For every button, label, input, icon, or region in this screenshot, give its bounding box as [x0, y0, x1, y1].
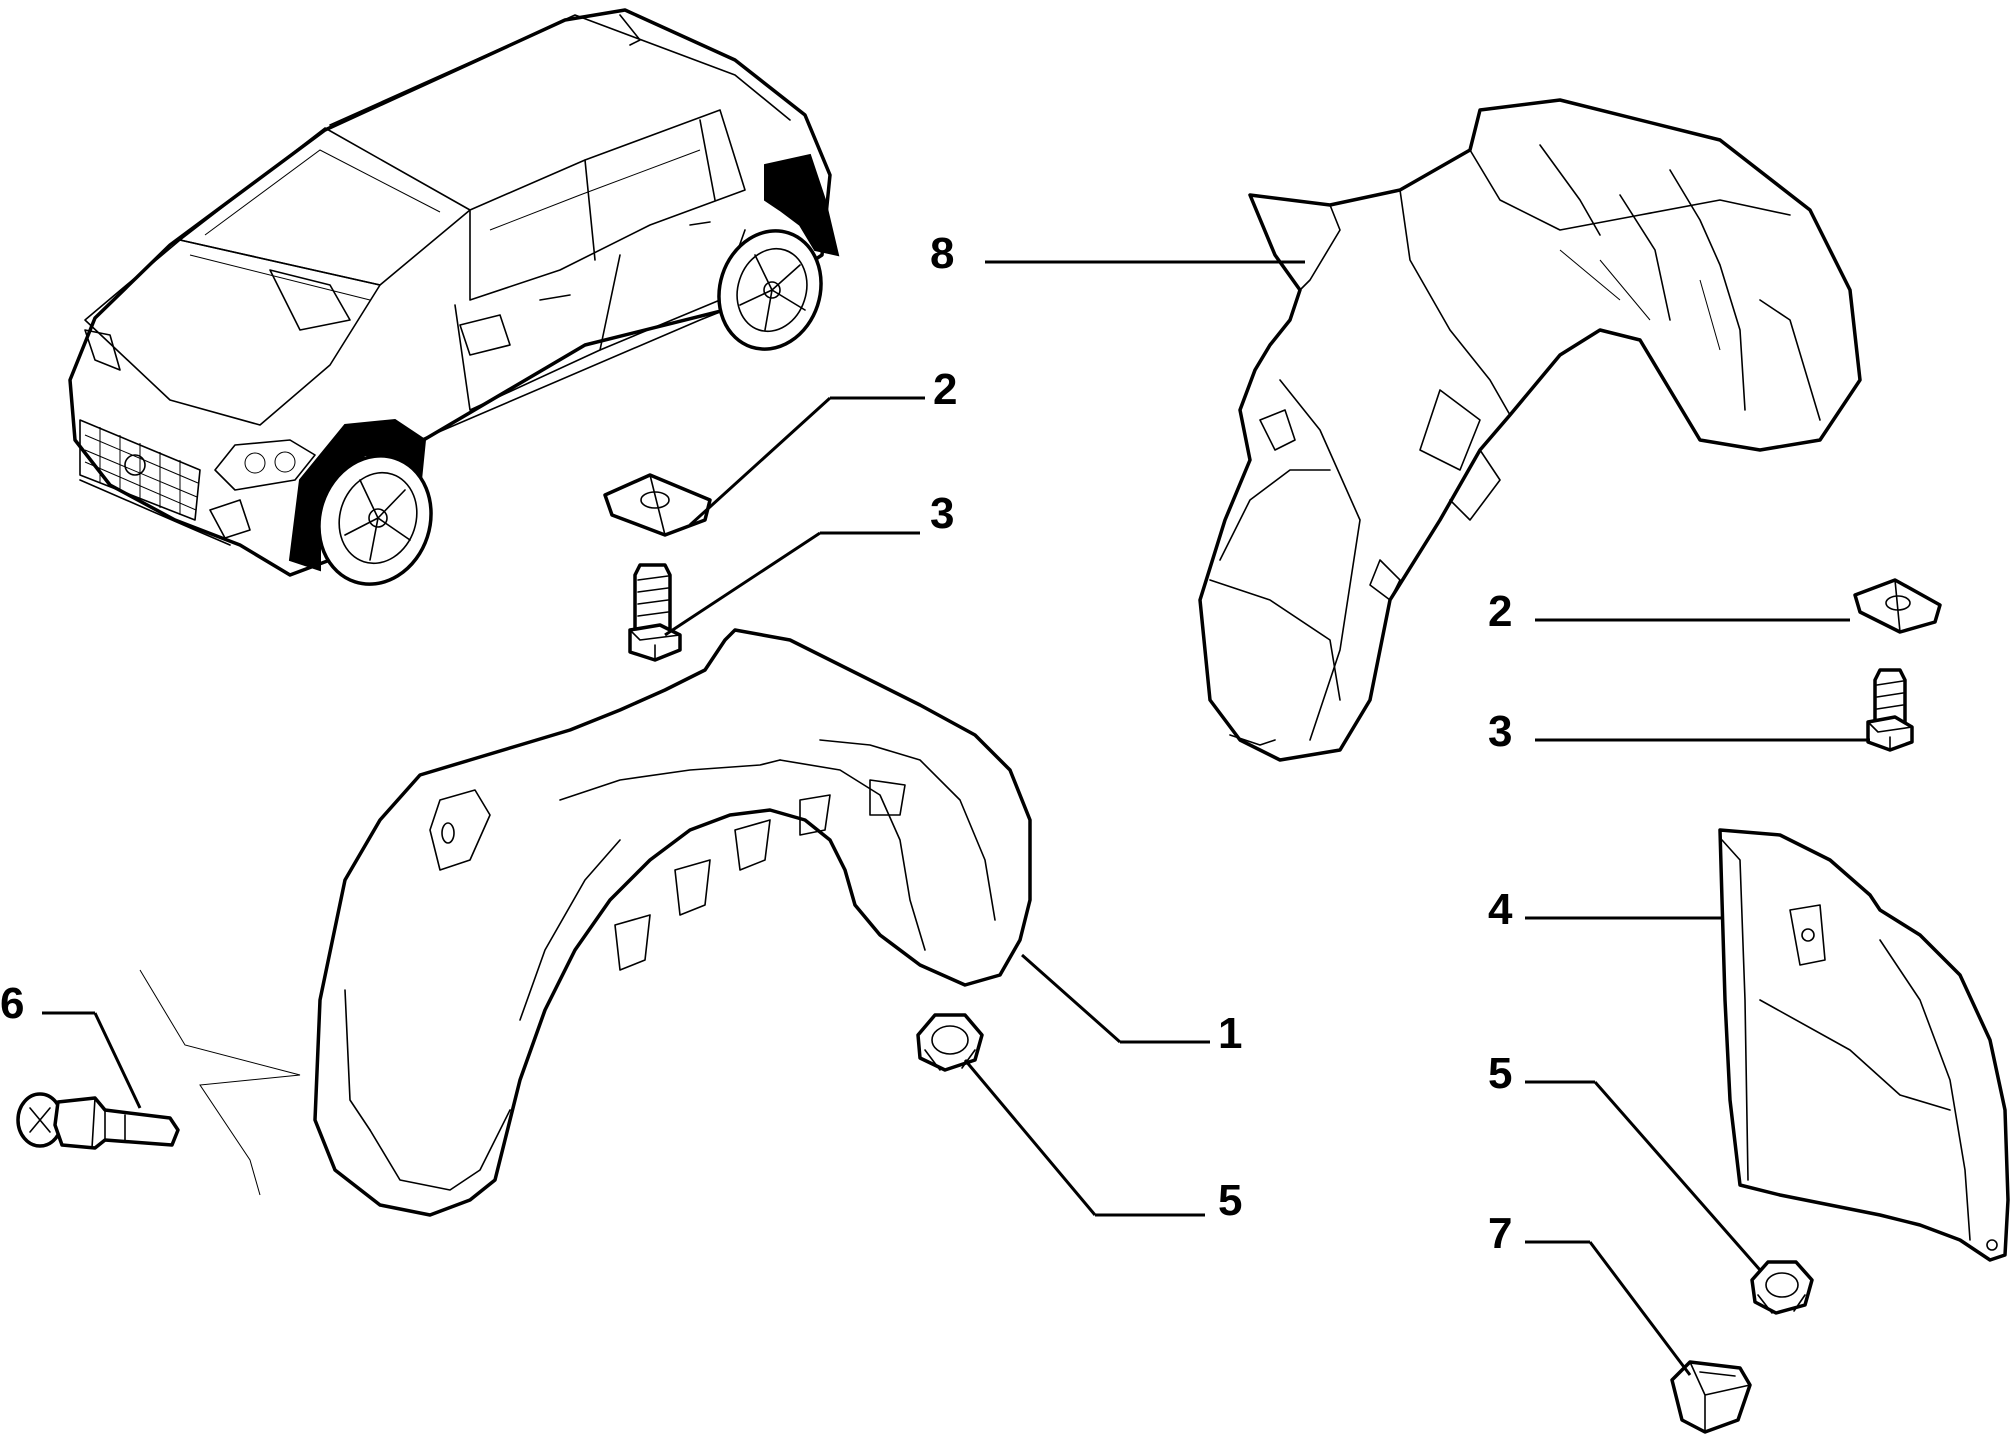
- car-rear-wheel-arch: [764, 153, 840, 257]
- part-7-plug: [1670, 1360, 1752, 1434]
- callout-2-right: 2: [1488, 587, 1512, 636]
- part-8-rear-arch-liner: [1198, 98, 1862, 762]
- part-4-splash-shield: [1718, 828, 2010, 1262]
- part-3-bolt-left: [628, 563, 682, 662]
- car-headlight: [214, 439, 316, 491]
- callout-4: 4: [1488, 885, 1513, 934]
- break-line: [139, 969, 301, 1196]
- callout-labels: 8 2 3 2 3 4 6 1 5 5 7: [0, 229, 1513, 1258]
- part-5-nut-center: [916, 1013, 984, 1072]
- callout-3-left: 3: [930, 489, 954, 538]
- callout-6: 6: [0, 979, 24, 1028]
- part-2-clip-nut-left: [603, 473, 712, 537]
- car-side-windows: [469, 109, 746, 301]
- callout-7: 7: [1488, 1209, 1512, 1258]
- callout-5-center: 5: [1218, 1176, 1242, 1225]
- part-2-clip-nut-right: [1853, 578, 1942, 634]
- leader-lines: [42, 260, 1870, 1376]
- callout-3-right: 3: [1488, 707, 1512, 756]
- car-body: [68, 8, 832, 577]
- callout-8: 8: [930, 229, 954, 278]
- part-1-front-arch-liner: [313, 628, 1032, 1217]
- part-3-bolt-right: [1866, 668, 1914, 752]
- callout-1: 1: [1218, 1009, 1242, 1058]
- callout-2-left: 2: [933, 365, 957, 414]
- part-5-nut-right: [1750, 1260, 1814, 1315]
- part-6-rivet: [16, 1092, 180, 1150]
- car-illustration: [68, 8, 840, 586]
- callout-5-right: 5: [1488, 1049, 1512, 1098]
